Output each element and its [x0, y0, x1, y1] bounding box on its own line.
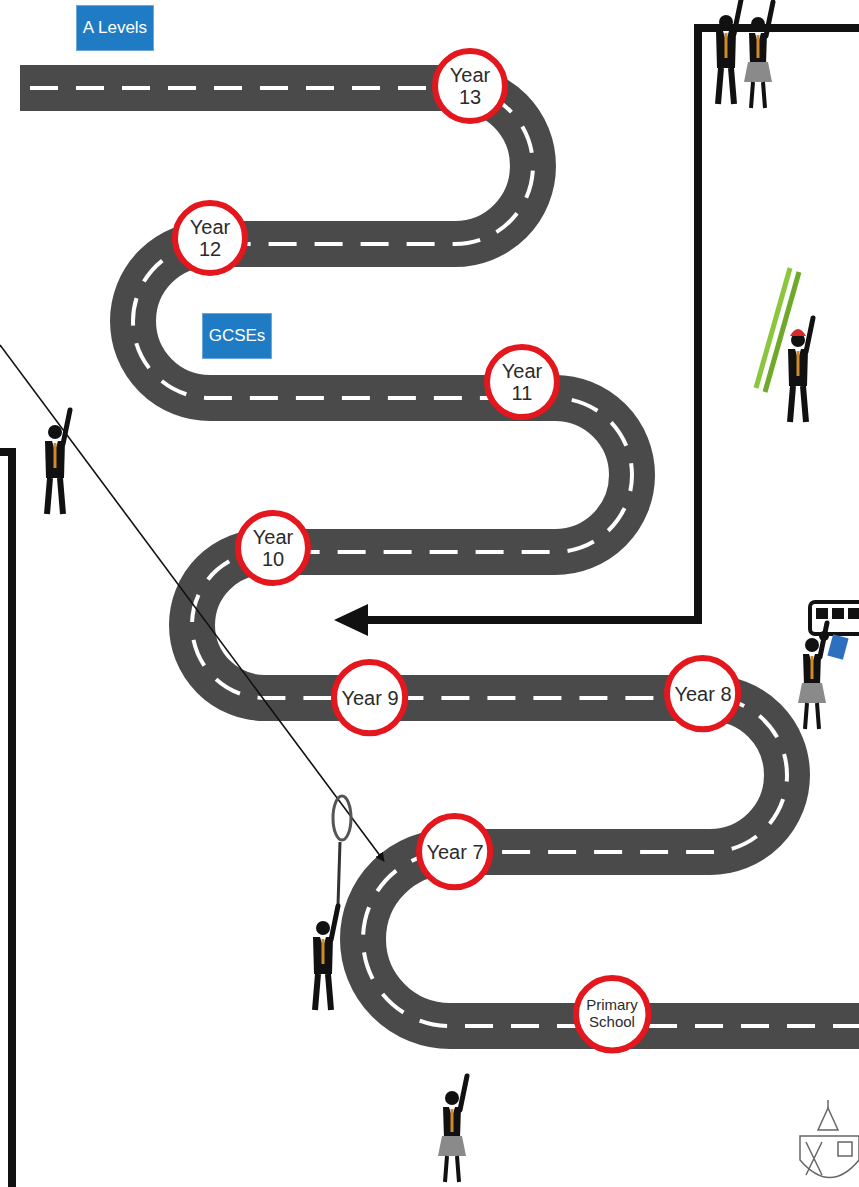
- circle-ring: [419, 816, 490, 887]
- student-figure: [744, 2, 773, 108]
- year-marker: Year 10: [234, 509, 312, 587]
- text-line: Year 10: [243, 526, 303, 570]
- text-line: GCSEs: [209, 326, 266, 346]
- year-marker: Year 11: [483, 343, 561, 421]
- year-label: Primary School: [586, 996, 638, 1030]
- road-dashes: [30, 88, 859, 1026]
- circle-ring: [238, 513, 308, 583]
- tennis-figure: [313, 796, 351, 1010]
- year-label: Year 13: [450, 64, 490, 108]
- text-line: Year 11: [492, 360, 552, 404]
- year-label: Year 9: [341, 687, 398, 709]
- marker-text-holder: Year 9: [330, 658, 409, 737]
- student-figure: [438, 1076, 467, 1182]
- text-line: A Levels: [83, 18, 147, 38]
- marker-text-holder: Year 7: [415, 812, 494, 891]
- circle-ring: [334, 662, 405, 733]
- text-line: Year 9: [341, 687, 398, 709]
- year-label: Year 11: [502, 360, 542, 404]
- road: [20, 88, 859, 1026]
- student-figure: [45, 410, 70, 514]
- route-line: [0, 452, 12, 1187]
- year-label: Year 12: [190, 216, 230, 260]
- year-label: Year 7: [426, 841, 483, 863]
- marker-text-holder: Year 11: [483, 343, 561, 421]
- year-marker: Year 13: [431, 47, 509, 125]
- text-line: Primary School: [581, 997, 643, 1030]
- year-marker: Year 7: [415, 812, 494, 891]
- year-marker: Year 12: [171, 199, 249, 277]
- marker-text-holder: Primary School: [572, 974, 652, 1054]
- sign-label: A Levels: [83, 18, 147, 37]
- student-figure: [716, 0, 741, 104]
- student-with-book: [798, 623, 849, 729]
- school-crest: [800, 1100, 859, 1178]
- text-line: Year 13: [440, 64, 500, 108]
- road-sign: A Levels: [76, 5, 154, 51]
- circle-ring: [576, 978, 648, 1050]
- sign-label: GCSEs: [209, 326, 266, 345]
- marker-text-holder: Year 13: [431, 47, 509, 125]
- marker-text-holder: Year 12: [171, 199, 249, 277]
- year-label: Year 10: [253, 526, 293, 570]
- year-marker: Year 8: [663, 654, 742, 733]
- circle-ring: [667, 658, 738, 729]
- marker-text-holder: Year 8: [663, 654, 742, 733]
- pointer-arrow: [0, 345, 384, 861]
- road-sign: GCSEs: [202, 313, 273, 359]
- route-arrowhead: [334, 604, 368, 636]
- year-label: Year 8: [674, 683, 731, 705]
- year-marker: Primary School: [572, 974, 652, 1054]
- route-line: [362, 24, 859, 620]
- circle-ring: [487, 347, 557, 417]
- circle-ring: [435, 51, 505, 121]
- text-line: Year 7: [426, 841, 483, 863]
- text-line: Year 8: [674, 683, 731, 705]
- marker-text-holder: Year 10: [234, 509, 312, 587]
- skier-figure: [756, 268, 813, 422]
- text-line: Year 12: [180, 216, 240, 260]
- year-marker: Year 9: [330, 658, 409, 737]
- circle-ring: [175, 203, 245, 273]
